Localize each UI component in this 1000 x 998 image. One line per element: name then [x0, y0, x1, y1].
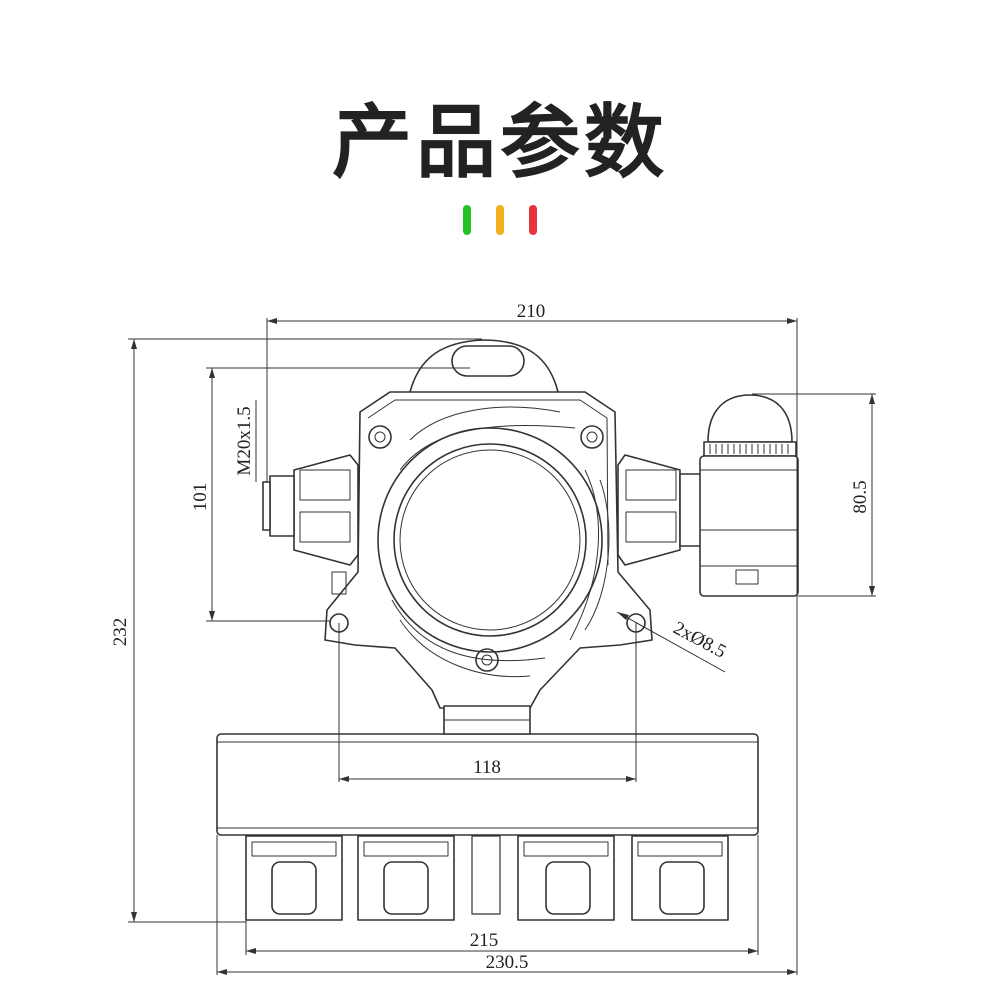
dim-base-width: 215: [470, 930, 499, 951]
dim-overall-width: 230.5: [486, 952, 529, 973]
yellow-indicator-bar: [496, 205, 504, 235]
alarm-beacon: [699, 394, 799, 597]
base-plate: [216, 733, 759, 836]
left-cable-entry: [262, 454, 359, 566]
dimension-arrows: [131, 318, 875, 975]
dim-thread: M20x1.5: [234, 406, 255, 475]
dim-hole-spacing: 118: [473, 757, 501, 778]
detector-housing: [324, 339, 653, 735]
dim-total-height: 232: [110, 618, 131, 647]
red-indicator-bar: [529, 205, 537, 235]
bottom-modules: [245, 835, 729, 921]
dim-holes: 2xØ8.5: [670, 618, 730, 663]
dim-body-height: 101: [190, 483, 211, 512]
page-title: 产品参数: [332, 96, 668, 189]
dimension-lines: [128, 318, 876, 975]
green-indicator-bar: [463, 205, 471, 235]
right-cable-entry: [617, 454, 703, 566]
dim-beacon-height: 80.5: [850, 480, 871, 513]
dim-top-width: 210: [517, 301, 546, 322]
color-indicator-bars: [463, 205, 543, 237]
